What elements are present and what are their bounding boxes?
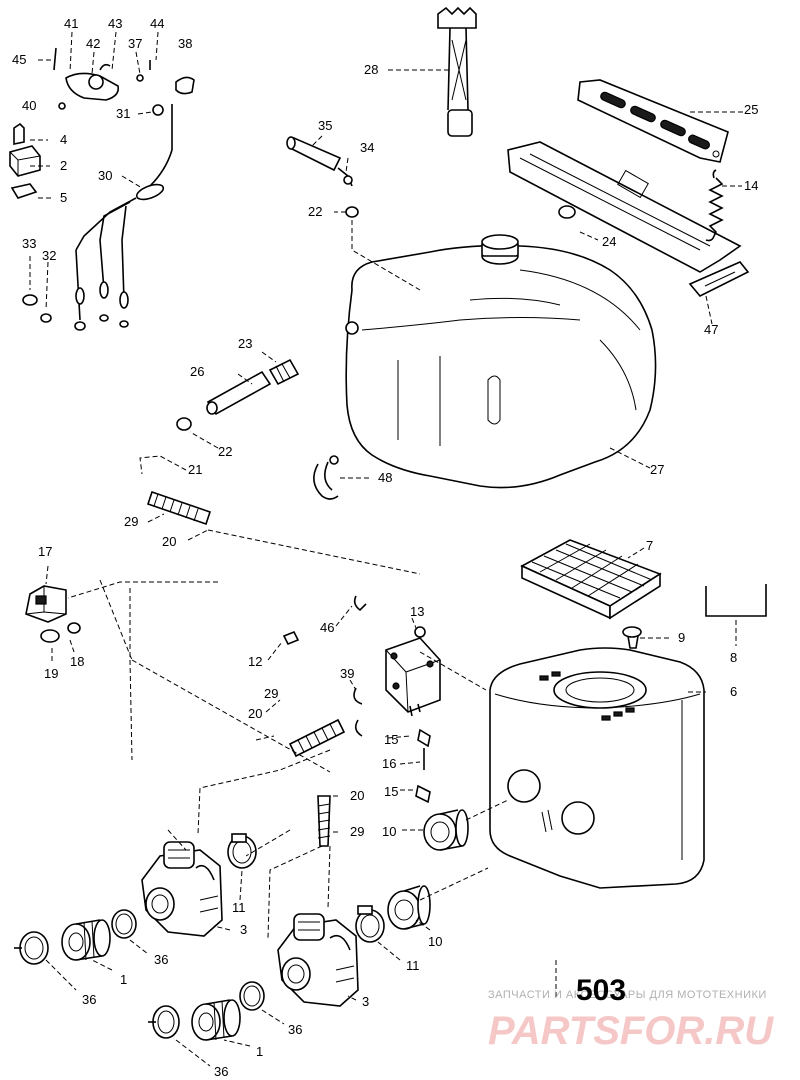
carburetor-flange-part	[191, 999, 241, 1041]
fuel-gauge-rod-part	[437, 6, 477, 137]
carburetor-part	[277, 913, 359, 1007]
callout-44: 44	[150, 16, 164, 31]
callout-25: 25	[744, 102, 758, 117]
callout-33: 33	[22, 236, 36, 251]
callout-22a: 22	[308, 204, 322, 219]
clamp-part	[355, 905, 385, 943]
rubber-adaptor-part	[423, 809, 469, 851]
throttle-lever-part	[22, 47, 195, 331]
callout-11a: 11	[232, 900, 246, 915]
callout-39: 39	[340, 666, 354, 681]
callout-37: 37	[128, 36, 142, 51]
spring-part	[705, 169, 724, 242]
throttle-handle-part	[9, 102, 66, 199]
air-filter-part	[520, 539, 662, 620]
vent-hose-part	[286, 136, 359, 218]
callout-29b: 29	[264, 686, 278, 701]
callout-19: 19	[44, 666, 58, 681]
callout-32: 32	[42, 248, 56, 263]
flange-clamp-part	[14, 909, 265, 1039]
callout-38: 38	[178, 36, 192, 51]
callout-4: 4	[60, 132, 67, 147]
callout-31: 31	[116, 106, 130, 121]
callout-43: 43	[108, 16, 122, 31]
callout-10b: 10	[428, 934, 442, 949]
choke-plunger-part	[25, 585, 81, 643]
callout-36a: 36	[154, 952, 168, 967]
callout-24: 24	[602, 234, 616, 249]
callout-23: 23	[238, 336, 252, 351]
callout-14: 14	[744, 178, 758, 193]
callout-40: 40	[22, 98, 36, 113]
callout-30: 30	[98, 168, 112, 183]
spring-sleeve-part	[317, 795, 331, 847]
callout-16: 16	[382, 756, 396, 771]
callout-28: 28	[364, 62, 378, 77]
air-silencer-part	[489, 647, 705, 889]
page-number: 503	[576, 974, 626, 1007]
callout-22b: 22	[218, 444, 232, 459]
watermark-logo: PARTSFOR.RU	[488, 1009, 774, 1053]
callout-46: 46	[320, 620, 334, 635]
spring-sleeve-part	[146, 490, 212, 526]
clamp-part	[227, 833, 257, 869]
callout-34: 34	[360, 140, 374, 155]
callout-2: 2	[60, 158, 67, 173]
callout-5: 5	[60, 190, 67, 205]
callout-8: 8	[730, 650, 737, 665]
callout-13: 13	[410, 604, 424, 619]
callout-26: 26	[190, 364, 204, 379]
callout-15b: 15	[384, 784, 398, 799]
screw-part	[622, 626, 642, 649]
callout-35: 35	[318, 118, 332, 133]
callout-47: 47	[704, 322, 718, 337]
fuel-pump-part	[385, 626, 441, 717]
callout-3b: 3	[362, 994, 369, 1009]
callout-42: 42	[86, 36, 100, 51]
callout-1a: 1	[120, 972, 127, 987]
callout-21: 21	[188, 462, 202, 477]
clip-part	[282, 595, 431, 804]
callout-1b: 1	[256, 1044, 263, 1059]
callout-48: 48	[378, 470, 392, 485]
tank-strap-part	[507, 141, 742, 273]
rubber-pad-part	[688, 261, 750, 297]
rubber-adaptor-part	[387, 885, 431, 930]
callout-17: 17	[38, 544, 52, 559]
callout-27: 27	[650, 462, 664, 477]
callout-9: 9	[678, 630, 685, 645]
hose-clip-part	[313, 455, 339, 500]
watermark-subtitle: ЗАПЧАСТИ И АКСЕССУАРЫ ДЛЯ МОТОТЕХНИКИ	[488, 989, 767, 1001]
callout-36c: 36	[288, 1022, 302, 1037]
watermark: ЗАПЧАСТИ И АКСЕССУАРЫ ДЛЯ МОТОТЕХНИКИ PA…	[488, 989, 774, 1053]
callout-11b: 11	[406, 958, 420, 973]
fuel-outlet-fitting-part	[176, 358, 300, 431]
callout-15a: 15	[384, 732, 398, 747]
carburetor-part	[141, 841, 223, 937]
callout-36d: 36	[214, 1064, 228, 1079]
carburetor-flange-part	[61, 919, 111, 961]
callout-20c: 20	[350, 788, 364, 803]
callout-18: 18	[70, 654, 84, 669]
callout-3a: 3	[240, 922, 247, 937]
support-bracket-part	[577, 79, 729, 163]
leader-lines	[29, 31, 744, 1067]
callout-10a: 10	[382, 824, 396, 839]
callout-20a: 20	[162, 534, 176, 549]
callout-labels: 41 42 43 44 37 38 45 40 31 4 2 30 5 33 3…	[12, 16, 758, 1079]
callout-6: 6	[730, 684, 737, 699]
bracket-8-part	[705, 584, 767, 617]
fuel-tank-part	[345, 234, 657, 489]
callout-12: 12	[248, 654, 262, 669]
callout-29a: 29	[124, 514, 138, 529]
callout-41: 41	[64, 16, 78, 31]
callout-45: 45	[12, 52, 26, 67]
spring-sleeve-part	[288, 718, 346, 758]
callout-7: 7	[646, 538, 653, 553]
callout-29c: 29	[350, 824, 364, 839]
callout-36b: 36	[82, 992, 96, 1007]
callout-20b: 20	[248, 706, 262, 721]
